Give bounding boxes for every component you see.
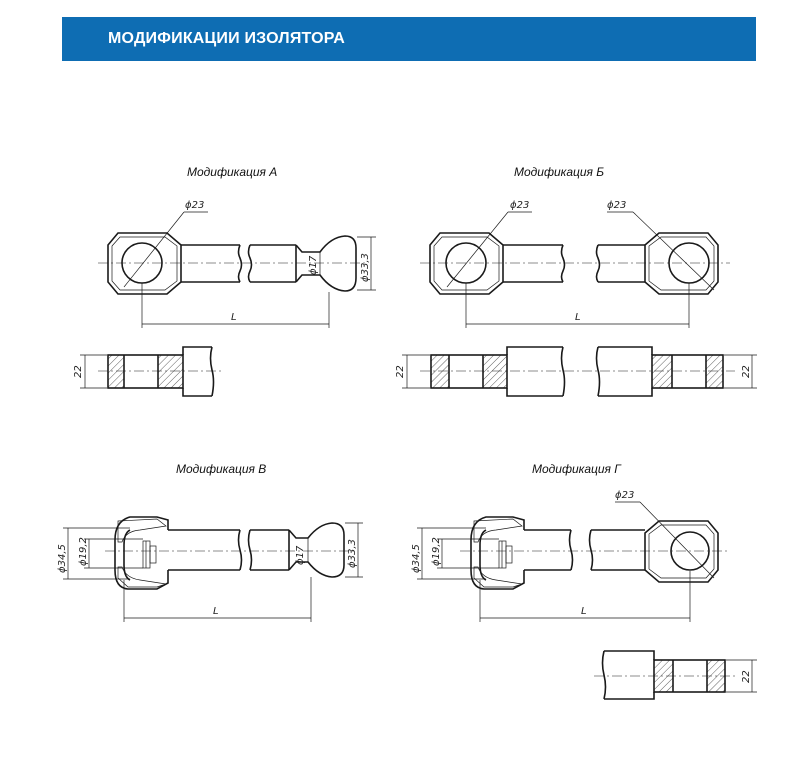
dim-eye-diameter-b-right: ϕ23 [607, 200, 626, 211]
dim-socket-inner-g: ϕ19,2 [431, 537, 442, 566]
dim-thickness-g: 22 [741, 670, 752, 683]
modification-a-side-view: 22 [73, 346, 222, 397]
dim-length-v: L [213, 606, 219, 617]
header-bar: МОДИФИКАЦИИ ИЗОЛЯТОРА [62, 17, 756, 61]
dim-eye-diameter-a: ϕ23 [185, 200, 204, 211]
caption-modification-a: Модификация А [187, 165, 278, 179]
caption-modification-v: Модификация В [176, 462, 267, 476]
dim-socket-inner-v: ϕ19,2 [78, 537, 89, 566]
caption-modification-g: Модификация Г [532, 462, 621, 476]
dim-length-a: L [231, 312, 237, 323]
dim-socket-outer-v: ϕ34,5 [57, 544, 68, 573]
modification-g-front-view: ϕ23 ϕ34,5 ϕ19,2 L [411, 490, 730, 622]
dim-eye-diameter-b-left: ϕ23 [510, 200, 529, 211]
caption-modification-b: Модификация Б [514, 165, 605, 179]
dim-length-b: L [575, 312, 581, 323]
dim-ball-head-a: ϕ33,3 [360, 253, 371, 282]
dim-ball-neck-a: ϕ17 [308, 255, 319, 275]
modification-v-front-view: ϕ34,5 ϕ19,2 ϕ17 ϕ33,3 L [57, 516, 363, 622]
modification-b-side-view: 22 22 [395, 346, 757, 397]
dim-ball-neck-v: ϕ17 [295, 545, 306, 565]
modification-b-front-view: ϕ23 ϕ23 L [420, 200, 730, 328]
page-title: МОДИФИКАЦИИ ИЗОЛЯТОРА [108, 30, 345, 47]
dim-thickness-b-left: 22 [395, 365, 406, 378]
modification-g-side-view: 22 [594, 650, 757, 700]
dim-length-g: L [581, 606, 587, 617]
dim-ball-head-v: ϕ33,3 [347, 539, 358, 568]
dim-socket-outer-g: ϕ34,5 [411, 544, 422, 573]
dim-thickness-a: 22 [73, 365, 84, 378]
modification-a-front-view: ϕ23 ϕ17 ϕ33,3 L [98, 200, 376, 328]
dim-eye-diameter-g: ϕ23 [615, 490, 634, 501]
dim-thickness-b-right: 22 [741, 365, 752, 378]
